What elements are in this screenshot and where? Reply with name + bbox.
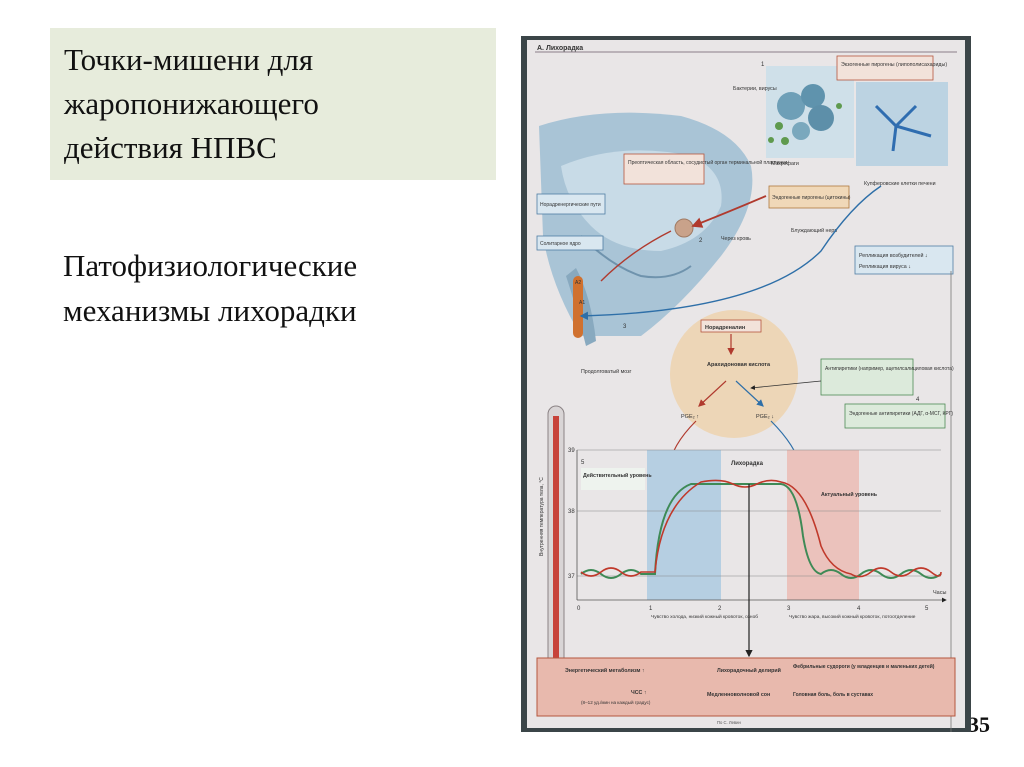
effects-box — [536, 657, 956, 717]
label-macrophages: Макрофаги — [771, 161, 799, 167]
label-energy: Энергетический метаболизм ↑ — [565, 667, 644, 674]
label-actual-level: Актуальный уровень — [821, 491, 878, 498]
label-medulla: Продолговатый мозг — [581, 368, 632, 375]
title-line-2: жаропонижающего — [64, 86, 319, 121]
label-replication-virus: Репликация вируса ↓ — [859, 264, 911, 270]
marker-4: 4 — [916, 397, 920, 403]
set-point-curve — [580, 483, 942, 579]
label-endo-antipyretics: Эндогенные антипиретики (АДГ, α-МСГ, КРГ… — [849, 411, 953, 417]
label-a2: A2 — [575, 280, 581, 286]
label-credit: По С. Левин — [717, 720, 741, 725]
actual-temp-curve — [580, 479, 942, 578]
marker-2: 2 — [699, 238, 703, 244]
label-febrile-seizures: Фебрильные судороги (у младенцев и мален… — [793, 663, 935, 670]
label-a1: A1 — [579, 300, 585, 306]
label-fever: Лихорадка — [731, 461, 764, 467]
marker-3: 3 — [623, 324, 627, 330]
x-tick-5: 5 — [925, 606, 929, 612]
title-line-3: действия НПВС — [64, 130, 277, 165]
marker-1: 1 — [761, 62, 765, 68]
label-endo-pyrogens: Эндогенные пирогены (цитокины) — [772, 195, 851, 201]
axis-y-label: Внутренняя температура тела, °С — [539, 477, 545, 556]
chill-phase-band — [647, 450, 721, 600]
label-replication-agents: Репликация возбудителей ↓ — [859, 252, 928, 259]
axis-x-label: Часы — [933, 590, 946, 596]
preoptic-nucleus — [674, 218, 694, 238]
label-pge-down: PGE₂ ↓ — [756, 414, 774, 420]
title-line-1: Точки-мишени для — [64, 42, 314, 77]
label-noradrenaline: Норадреналин — [705, 325, 745, 331]
label-hr: ЧСС ↑ — [631, 690, 647, 696]
label-arachidonic: Арахидоновая кислота — [707, 362, 771, 368]
label-set-point: Действительный уровень — [583, 472, 652, 479]
medulla-highlight — [573, 276, 583, 338]
label-preoptic: Преоптическая область, сосудистый орган … — [628, 159, 787, 166]
label-pge-up: PGE₂ ↑ — [681, 414, 699, 420]
y-tick-37: 37 — [568, 574, 575, 580]
fever-figure-photo: А. Лихорадка Экзогенные пирогены (липопо… — [521, 36, 971, 732]
label-fever-deficit: Лихорадочный делирий — [717, 667, 781, 674]
subtitle-line-2: механизмы лихорадки — [63, 293, 357, 328]
x-tick-3: 3 — [787, 606, 791, 612]
kupffer-cells-illustration — [856, 82, 948, 166]
label-exo-pyrogens: Экзогенные пирогены (липополисахариды) — [841, 62, 947, 68]
x-tick-1: 1 — [649, 606, 653, 612]
label-antipyretics: Антипиретики (например, ацетилсалицилова… — [825, 366, 954, 372]
label-cold: Чувство холода, низкий кожный кровоток, … — [651, 613, 758, 620]
label-vagus: Блуждающий нерв — [791, 227, 837, 234]
label-headache: Головная боль, боль в суставах — [793, 691, 873, 698]
label-bacteria: Бактерии, вирусы — [733, 86, 777, 92]
subtitle-line-1: Патофизиологические — [63, 248, 358, 283]
marker-5: 5 — [581, 460, 585, 466]
label-slow-sleep: Медленноволновой сон — [707, 691, 770, 698]
sweat-phase-band — [787, 450, 859, 600]
x-tick-0: 0 — [577, 606, 581, 612]
slide-subtitle: Патофизиологические механизмы лихорадки — [63, 243, 483, 333]
x-tick-4: 4 — [857, 606, 861, 612]
label-noradrenergic: Норадренергические пути — [540, 202, 601, 208]
thermometer-mercury — [553, 416, 559, 666]
slide-title-box: Точки-мишени для жаропонижающего действи… — [50, 28, 496, 180]
label-heat: Чувство жара, высокий кожный кровоток, п… — [789, 613, 916, 620]
figure-heading: А. Лихорадка — [537, 45, 583, 52]
label-kupffer: Купферовские клетки печени — [864, 181, 936, 187]
label-hr-note: (8–12 уд./мин на каждый градус) — [581, 699, 651, 705]
label-solitary: Солитарное ядро — [540, 241, 581, 247]
page-number: 35 — [968, 712, 990, 737]
label-via-blood: Через кровь — [721, 236, 751, 242]
x-tick-2: 2 — [718, 606, 722, 612]
y-tick-39: 39 — [568, 448, 575, 454]
y-tick-38: 38 — [568, 509, 575, 515]
